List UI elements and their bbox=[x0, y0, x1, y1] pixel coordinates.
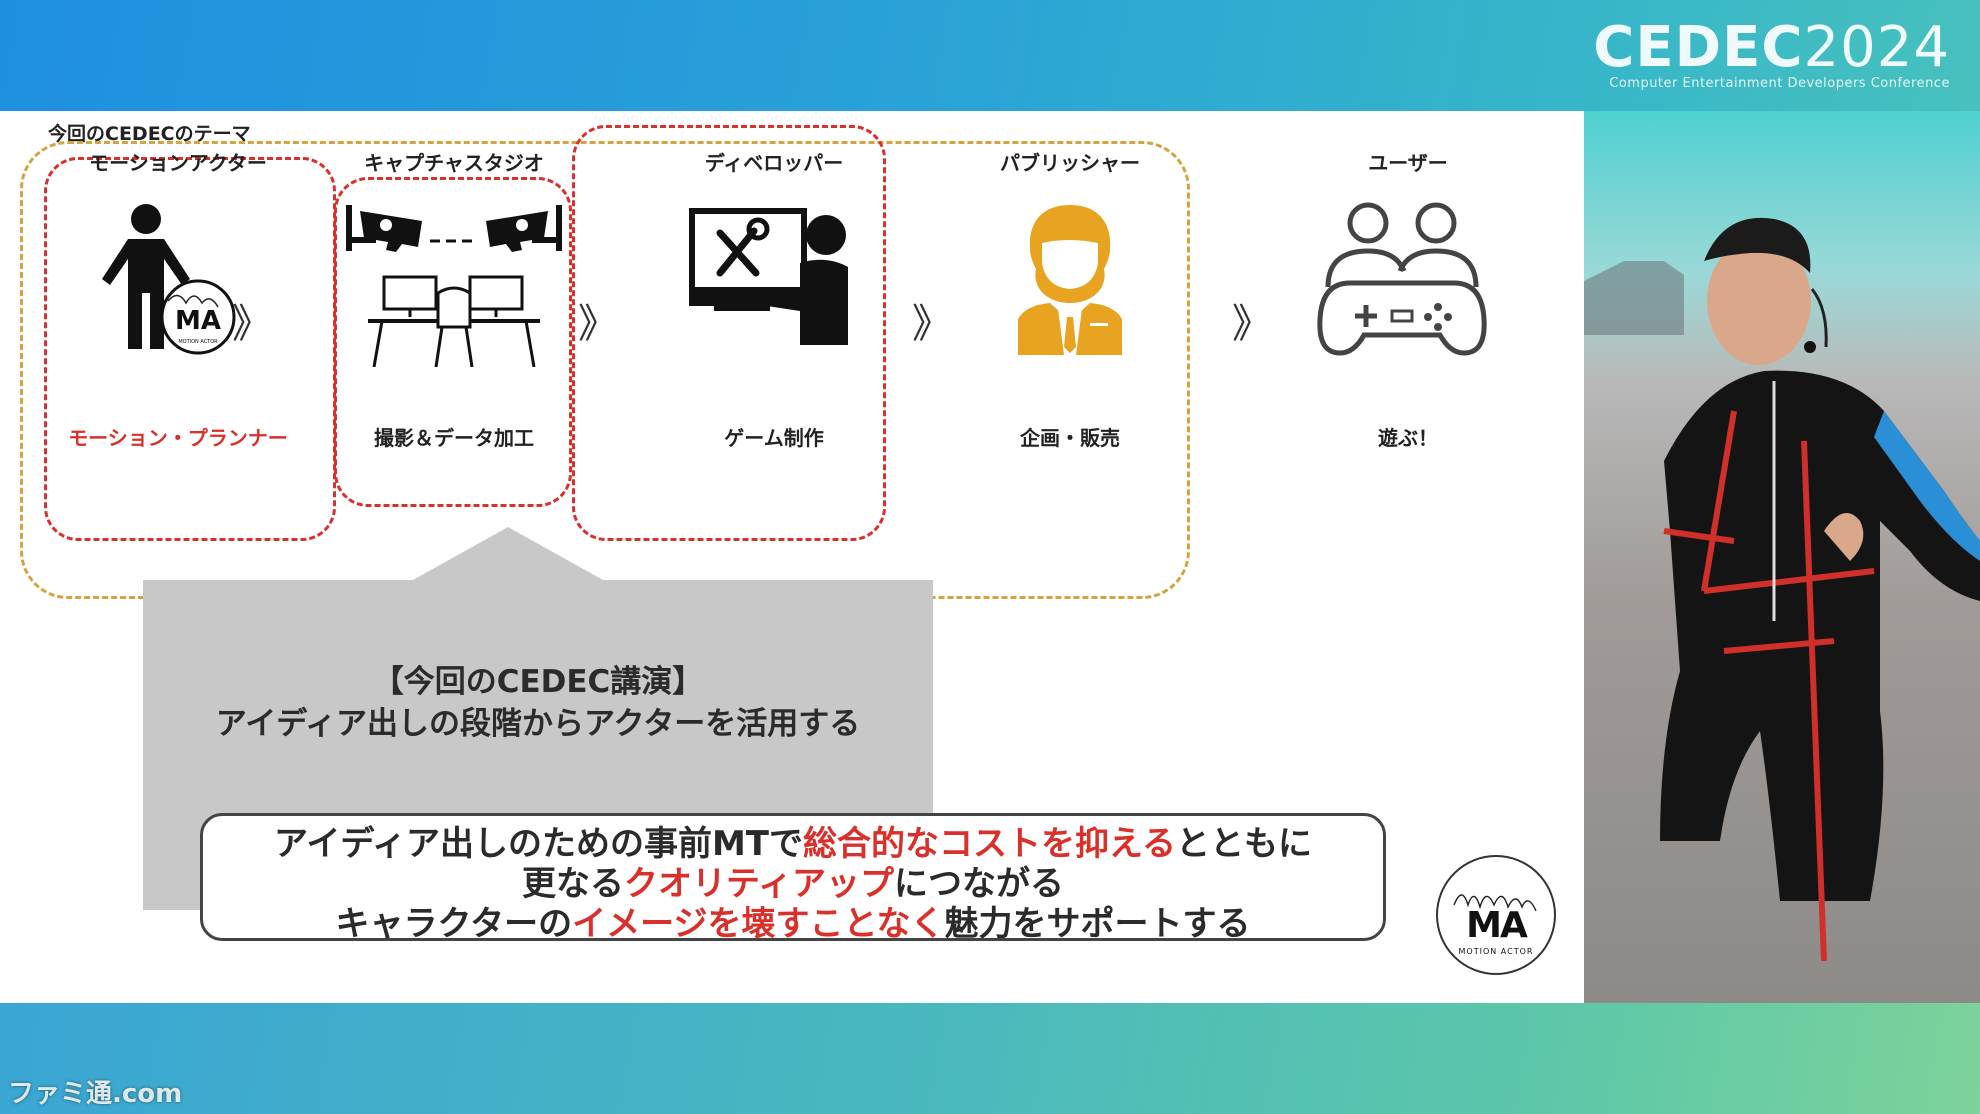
presentation-slide: 今回のCEDECのテーマ モーションアクター MA MOTION ACTOR モ… bbox=[0, 111, 1584, 1003]
summary-text: アイディア出しのための事前MTで bbox=[274, 824, 803, 864]
stage-sub: モーション・プランナー bbox=[68, 426, 288, 450]
gamepad-users-icon bbox=[1288, 197, 1528, 367]
up-arrow-icon bbox=[413, 527, 603, 580]
capture-studio-icon bbox=[334, 197, 574, 368]
stage-user: ユーザー 遊ぶ！ bbox=[1288, 147, 1528, 451]
callout-line-1: 【今回のCEDEC講演】 bbox=[372, 664, 704, 700]
signature-icon bbox=[1453, 894, 1537, 912]
slide-title: 今回のCEDECのテーマ bbox=[48, 123, 251, 145]
developer-icon bbox=[654, 197, 894, 367]
watermark-text: ファミ通.com bbox=[8, 1079, 183, 1109]
stage-label: キャプチャスタジオ bbox=[364, 151, 544, 175]
chevron-right-icon: 》 bbox=[578, 301, 618, 347]
summary-text: 魅力をサポートする bbox=[944, 904, 1251, 944]
chevron-right-icon: 》 bbox=[232, 301, 272, 347]
person-icon: MA MOTION ACTOR bbox=[58, 197, 298, 367]
summary-text: キャラクターの bbox=[335, 904, 573, 944]
stage-label: パブリッシャー bbox=[1000, 151, 1140, 175]
callout-line-2: アイディア出しの段階からアクターを活用する bbox=[215, 706, 861, 742]
logo-mark: MA bbox=[1466, 905, 1528, 946]
speaker-video bbox=[1584, 111, 1980, 1003]
svg-text:MOTION ACTOR: MOTION ACTOR bbox=[178, 339, 218, 345]
logo-text: MOTION ACTOR bbox=[1458, 947, 1534, 956]
summary-highlight: イメージを壊すことなく bbox=[572, 904, 945, 944]
stage-sub: 遊ぶ！ bbox=[1378, 426, 1438, 450]
summary-text: につながる bbox=[893, 864, 1064, 904]
developer-scope-frame bbox=[572, 125, 886, 541]
logo-tagline: Computer Entertainment Developers Confer… bbox=[1609, 76, 1950, 91]
summary-box: アイディア出しのための事前MTで総合的なコストを抑えるとともに 更なるクオリティ… bbox=[200, 813, 1386, 944]
stage-capture-studio: キャプチャスタジオ bbox=[334, 147, 574, 451]
speaker-figure bbox=[1584, 217, 1980, 962]
footer-band: ファミ通.com bbox=[0, 1003, 1980, 1114]
publisher-icon bbox=[950, 197, 1190, 367]
summary-highlight: 総合的なコストを抑える bbox=[802, 824, 1176, 864]
motion-actor-logo: MA MOTION ACTOR bbox=[1436, 855, 1556, 975]
callout-text: 【今回のCEDEC講演】 アイディア出しの段階からアクターを活用する bbox=[143, 661, 933, 745]
stage-developer: ディベロッパー ゲーム制作 bbox=[654, 147, 894, 451]
summary-line-3: キャラクターのイメージを壊すことなく魅力をサポートする bbox=[203, 904, 1383, 944]
summary-line-1: アイディア出しのための事前MTで総合的なコストを抑えるとともに bbox=[203, 824, 1383, 864]
stage-sub: 撮影＆データ加工 bbox=[374, 426, 534, 450]
summary-text: 更なる bbox=[522, 864, 625, 904]
chevron-right-icon: 》 bbox=[1232, 301, 1272, 347]
summary-highlight: クオリティアップ bbox=[624, 864, 894, 904]
svg-text:MA: MA bbox=[175, 306, 221, 336]
stage-label: ディベロッパー bbox=[704, 151, 844, 175]
stage-motion-actor: モーションアクター MA MOTION ACTOR モーション・プランナー bbox=[58, 147, 298, 451]
stage-label: モーションアクター bbox=[89, 151, 267, 175]
logo-main: CEDEC bbox=[1593, 15, 1804, 80]
chevron-right-icon: 》 bbox=[912, 301, 952, 347]
summary-line-2: 更なるクオリティアップにつながる bbox=[203, 864, 1383, 904]
stage-sub: 企画・販売 bbox=[1020, 426, 1120, 450]
stage-publisher: パブリッシャー 企画・販売 bbox=[950, 147, 1190, 451]
stage-label: ユーザー bbox=[1368, 151, 1448, 175]
logo-year: 2024 bbox=[1803, 15, 1950, 80]
stage-sub: ゲーム制作 bbox=[724, 426, 824, 450]
cedec-logo: CEDEC2024 Computer Entertainment Develop… bbox=[1593, 15, 1950, 92]
summary-text: とともに bbox=[1175, 824, 1312, 864]
studio-scope-frame bbox=[334, 177, 572, 507]
